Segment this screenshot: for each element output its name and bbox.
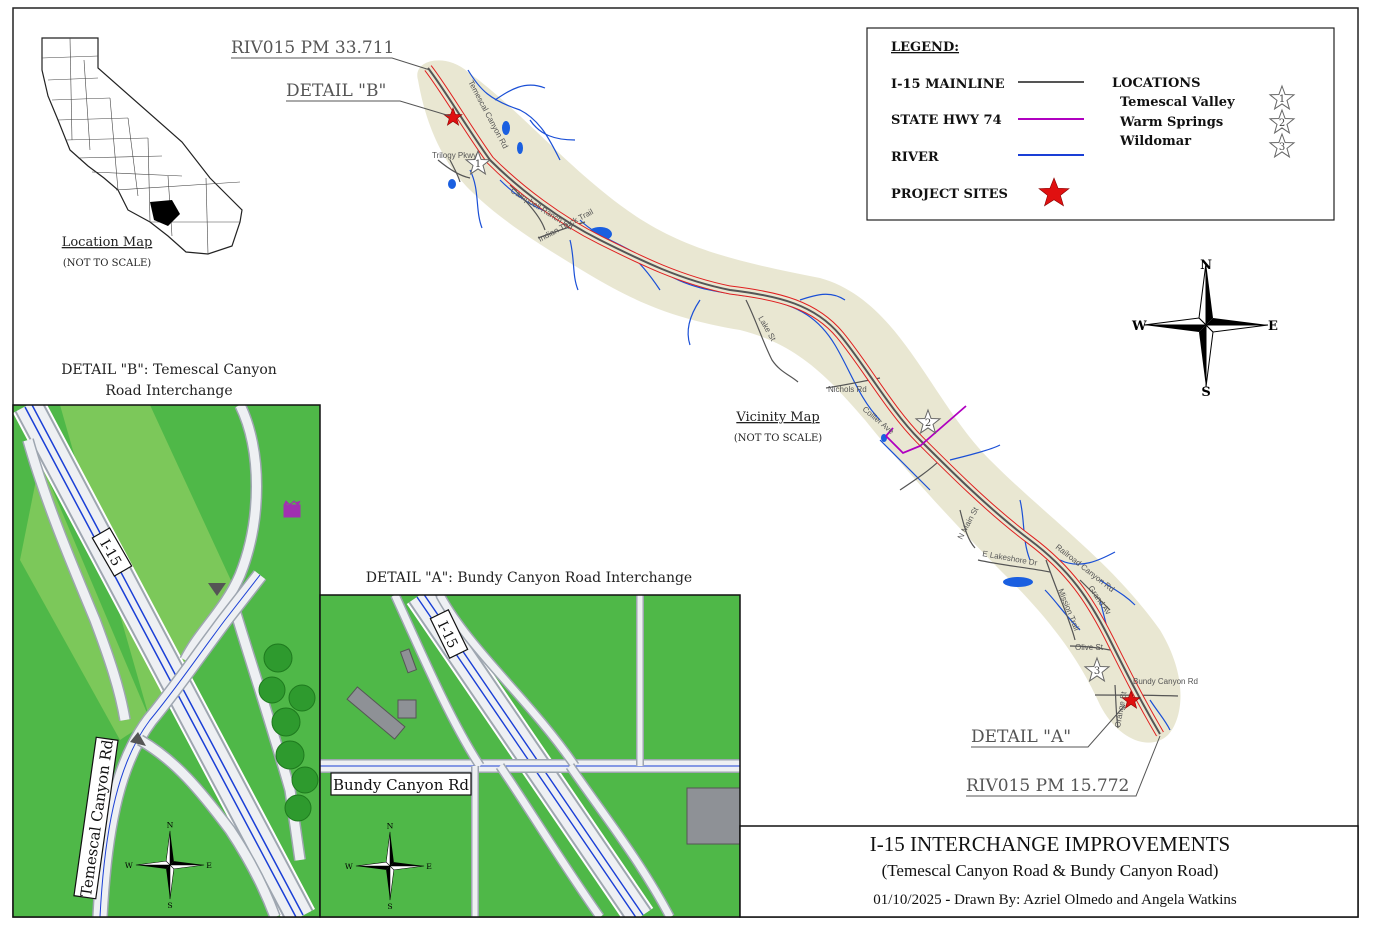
pm-north-callout: RIV015 PM 33.711 [231,38,431,71]
legend-title: LEGEND: [891,40,959,55]
riverside-county-highlight [150,200,180,226]
detail-b-building-icon [283,500,301,518]
detail-a-map: I-15 Bundy Canyon Rd N S E W [320,595,740,917]
title-block: I-15 INTERCHANGE IMPROVEMENTS (Temescal … [739,825,1359,918]
legend-locations-title: LOCATIONS [1112,76,1201,91]
project-site-star-south [1121,690,1141,709]
detail-a-title: DETAIL "A": Bundy Canyon Road Interchang… [366,570,692,586]
location-map-subtitle: (NOT TO SCALE) [63,258,151,269]
street-label-nichols: Nichols Rd [828,385,867,394]
detail-b-title-line2: Road Interchange [105,383,232,399]
vicinity-map-subtitle: (NOT TO SCALE) [734,433,822,444]
legend: LEGEND: I-15 MAINLINE STATE HWY 74 RIVER… [866,27,1335,221]
title-block-box [739,825,1359,918]
legend-item-i15-label: I-15 MAINLINE [891,77,1005,92]
detail-b-compass-e: E [206,861,212,870]
detail-a-road-label: Bundy Canyon Rd [333,776,469,794]
pm-south-label: RIV015 PM 15.772 [966,776,1129,796]
location-star-3: 3 [1083,656,1111,683]
detail-b-compass-s: S [167,901,172,910]
i15-mainline [427,67,1161,735]
compass-s: S [1201,385,1210,400]
detail-a-compass-s: S [387,902,392,911]
legend-star-2-number: 2 [1279,118,1285,129]
compass-e: E [1268,319,1278,334]
legend-star-3-number: 3 [1279,142,1285,153]
detail-a-callout: DETAIL "A" [971,704,1126,748]
street-label-bundy: Bundy Canyon Rd [1133,677,1198,686]
north-arrow: N S E W [1131,258,1278,400]
detail-a-callout-label: DETAIL "A" [971,727,1071,747]
location-star-3-number: 3 [1094,666,1100,677]
compass-n: N [1200,258,1212,273]
location-star-2: 2 [914,408,942,435]
legend-project-star [1038,177,1070,207]
detail-a-compass-n: N [387,822,394,831]
street-label-trilogy: Trilogy Pkwy [432,151,477,160]
california-outline [41,37,243,255]
detail-b-callout: DETAIL "B" [286,81,451,117]
legend-item-hwy74-label: STATE HWY 74 [891,113,1002,128]
legend-star-2: 2 [1268,108,1296,135]
detail-a-frame [319,594,741,918]
detail-b-title-line1: DETAIL "B": Temescal Canyon [61,362,277,378]
location-map-title: Location Map [62,235,153,250]
title-credit-line: 01/10/2025 - Drawn By: Azriel Olmedo and… [873,892,1237,908]
location-star-1-number: 1 [475,159,481,170]
legend-item-river-label: RIVER [891,150,939,165]
title-dash: - [942,892,955,908]
location-star-2-number: 2 [925,418,931,429]
detail-a-road-label-box: Bundy Canyon Rd [330,772,472,796]
location-star-1: 1 [464,149,492,176]
title-main: I-15 INTERCHANGE IMPROVEMENTS [870,832,1231,856]
vicinity-map-title: Vicinity Map [735,410,819,425]
detail-b-compass-n: N [167,821,174,830]
detail-b-trees [258,643,319,822]
state-hwy-74-spur [885,427,894,437]
street-label-olive: Olive St [1075,643,1104,652]
detail-a-buildings [346,648,740,845]
title-sub: (Temescal Canyon Road & Bundy Canyon Roa… [882,861,1219,880]
vicinity-map: 1 2 3 Temescal Canyon Rd Trilogy Pkwy Ca… [231,38,1198,797]
location-map: Location Map (NOT TO SCALE) [41,37,243,269]
detail-a-compass-e: E [426,862,432,871]
legend-star-3: 3 [1268,132,1296,159]
pm-north-label: RIV015 PM 33.711 [231,38,394,58]
title-date: 01/10/2025 [873,892,941,908]
compass-w: W [1131,319,1147,334]
legend-box [866,27,1335,221]
legend-star-1: 1 [1268,84,1296,111]
detail-b-map: I-15 Temescal Canyon Rd N S E W [13,405,320,917]
legend-location-1: Temescal Valley [1120,95,1235,110]
legend-star-1-number: 1 [1279,94,1285,105]
detail-a-compass-w: W [345,862,353,871]
legend-item-project-label: PROJECT SITES [891,187,1008,202]
title-credit: Drawn By: Azriel Olmedo and Angela Watki… [954,892,1237,908]
state-hwy-74 [885,405,967,455]
legend-location-2: Warm Springs [1119,115,1223,130]
detail-b-compass-w: W [125,861,133,870]
pm-south-callout: RIV015 PM 15.772 [966,735,1161,797]
detail-b-callout-label: DETAIL "B" [286,81,386,101]
detail-a-compass: N S E W [345,822,432,911]
lakes [448,121,1033,587]
detail-b-compass: N S E W [125,821,212,910]
legend-location-3: Wildomar [1119,134,1191,149]
